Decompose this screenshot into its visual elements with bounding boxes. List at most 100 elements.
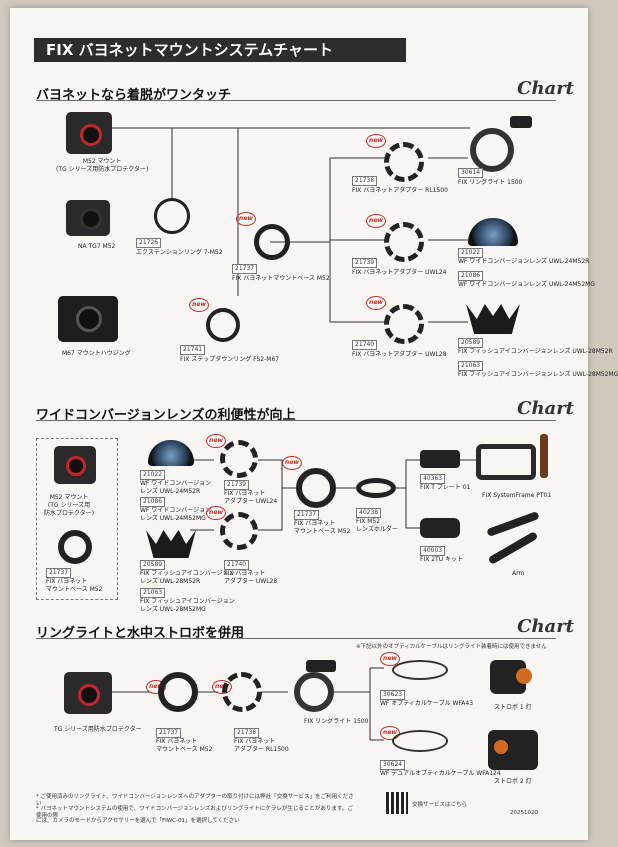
part-number-30624: 30624 bbox=[380, 760, 406, 770]
2tu-kit-label: FIX 2TU キット bbox=[420, 556, 464, 563]
part-number-21738: 21738 bbox=[352, 176, 378, 186]
section-2-heading: ワイドコンバージョンレンズの利便性が向上 bbox=[36, 408, 296, 423]
ring-light-1500 bbox=[470, 128, 514, 172]
camera-group-box bbox=[36, 438, 118, 600]
part-number-21740: 21740 bbox=[224, 560, 250, 570]
part-number-30614: 30614 bbox=[458, 168, 484, 178]
part-number-40003: 40003 bbox=[420, 546, 446, 556]
mount-base-label: FIX バヨネットマウントベース M52 bbox=[232, 275, 330, 282]
frame-grip bbox=[540, 434, 548, 478]
mount-base-m52 bbox=[254, 224, 290, 260]
section-1-heading: バヨネットなら着脱がワンタッチ bbox=[36, 88, 232, 103]
fisheye-lens-mg-label: FIX フィッシュアイコンバージョンレンズ UWL-28M52MG bbox=[458, 371, 618, 378]
step-down-ring-label: FIX ステップダウンリング FS2-M67 bbox=[180, 356, 280, 363]
camera-m52-label: M52 マウント (TG シリーズ用 防水プロテクター) bbox=[44, 494, 95, 517]
strobe-2-label: ストロボ 2 灯 bbox=[494, 778, 532, 785]
dual-optical-cable-wfa124 bbox=[392, 730, 448, 752]
ring-light-head bbox=[306, 660, 336, 672]
new-badge: new bbox=[206, 506, 226, 520]
strobe-1-accent bbox=[516, 668, 532, 684]
arm-label: Arm bbox=[512, 570, 525, 577]
part-number-21741: 21741 bbox=[180, 345, 206, 355]
part-number-21740: 21740 bbox=[352, 340, 378, 350]
wide-lens-r-label: WF ワイドコンバージョン レンズ UWL-24M52R bbox=[140, 480, 212, 495]
part-number-20589: 20589 bbox=[140, 560, 166, 570]
t-plate-label: FIX T プレート 01 bbox=[420, 484, 471, 491]
part-number-30623: 30623 bbox=[380, 690, 406, 700]
2tu-kit bbox=[420, 518, 460, 538]
new-badge: new bbox=[366, 134, 386, 148]
extension-ring-label: エクステンションリング 7-M52 bbox=[136, 249, 223, 256]
part-number-21022: 21022 bbox=[458, 248, 484, 258]
ring-light-label: FIX リングライト 1500 bbox=[304, 718, 369, 725]
part-number-21063: 21063 bbox=[140, 588, 166, 598]
mount-base-label: FIX バヨネット マウントベース M52 bbox=[156, 738, 213, 753]
mount-base-b-label: FIX バヨネット マウントベース M52 bbox=[294, 520, 351, 535]
camera-tg-housing bbox=[64, 672, 112, 714]
ring-light-1500 bbox=[294, 672, 334, 712]
part-number-40238: 40238 bbox=[356, 508, 382, 518]
step-down-ring bbox=[206, 308, 240, 342]
t-plate bbox=[420, 450, 460, 468]
strobe-2-accent bbox=[494, 740, 508, 754]
new-badge: new bbox=[206, 434, 226, 448]
chart-label-3: Chart bbox=[517, 616, 574, 637]
adapter-uwl28-label: FIX バヨネットアダプター UWL28 bbox=[352, 351, 447, 358]
adapter-uwl24 bbox=[384, 222, 424, 262]
camera-m67-label: M67 マウントハウジング bbox=[62, 350, 131, 357]
adapter-rl1500-label: FIX バヨネット アダプター RL1500 bbox=[234, 738, 289, 753]
new-badge: new bbox=[366, 214, 386, 228]
strobe-1-label: ストロボ 1 灯 bbox=[494, 704, 532, 711]
lens-holder bbox=[356, 478, 396, 498]
section-3-heading: リングライトと水中ストロボを併用 bbox=[36, 626, 245, 641]
system-frame-label: FIX SystemFrame PT01 bbox=[482, 492, 552, 499]
section-2-rule bbox=[36, 420, 556, 421]
cable-note: ※下記以外のオプティカルケーブルはリングライト装着時には使用できません bbox=[356, 644, 547, 650]
adapter-rl1500 bbox=[384, 142, 424, 182]
part-number-40363: 40363 bbox=[420, 474, 446, 484]
part-number-21737: 21737 bbox=[232, 264, 258, 274]
footer-note-3: には、カメラのモードからアクセサリーを選んで「FIWC-01」を選択してください bbox=[36, 818, 240, 824]
footer-note-2: * バヨネットマウントシステムの使用で、ワイドコンバージョンレンズおよびリングラ… bbox=[36, 806, 353, 819]
fisheye-lens-mg-label: FIX フィッシュアイコンバージョン レンズ UWL-28M52MG bbox=[140, 598, 235, 613]
adapter-uwl24-label: FIX バヨネット アダプター UWL24 bbox=[224, 490, 278, 505]
mount-base-label: FIX バヨネット マウントベース M52 bbox=[46, 578, 103, 593]
part-number-21086: 21086 bbox=[458, 271, 484, 281]
document-code: 20251020 bbox=[510, 810, 538, 816]
lens-holder-label: FIX M52 レンズホルダー bbox=[356, 518, 398, 533]
system-frame bbox=[476, 444, 536, 480]
adapter-rl1500 bbox=[222, 672, 262, 712]
adapter-uwl24-label: FIX バヨネットアダプター UWL24 bbox=[352, 269, 447, 276]
mount-base-m52 bbox=[158, 672, 198, 712]
section-1-rule bbox=[36, 100, 556, 101]
adapter-uwl28 bbox=[220, 512, 258, 550]
chart-label-2: Chart bbox=[517, 398, 574, 419]
qr-label: 交換サービスはこちら bbox=[412, 802, 468, 808]
part-number-21738: 21738 bbox=[234, 728, 260, 738]
camera-m52 bbox=[54, 446, 96, 484]
exchange-service-qr-code[interactable] bbox=[386, 792, 408, 814]
camera-m67-housing bbox=[58, 296, 118, 342]
section-3-rule bbox=[36, 638, 556, 639]
part-number-21737: 21737 bbox=[46, 568, 72, 578]
camera-m52-label: M52 マウント (TG シリーズ用防水プロテクター) bbox=[56, 158, 149, 173]
mount-base-m52 bbox=[58, 530, 92, 564]
part-number-21086: 21086 bbox=[140, 497, 166, 507]
part-number-20589: 20589 bbox=[458, 338, 484, 348]
new-badge: new bbox=[236, 212, 256, 226]
wide-lens-mg-label: WF ワイドコンバージョンレンズ UWL-24M52MG bbox=[458, 281, 595, 288]
part-number-21726: 21726 bbox=[136, 238, 162, 248]
ring-light-head bbox=[510, 116, 532, 128]
adapter-uwl28-label: FIX バヨネット アダプター UWL28 bbox=[224, 570, 278, 585]
extension-ring bbox=[154, 198, 190, 234]
camera-tg-label: TG シリーズ用防水プロテクター bbox=[54, 726, 142, 733]
wide-lens-mg-label: WF ワイドコンバージョン レンズ UWL-24M52MG bbox=[140, 507, 212, 522]
new-badge: new bbox=[380, 652, 400, 666]
page-title: FIX バヨネットマウントシステムチャート bbox=[34, 38, 406, 62]
adapter-rl1500-label: FIX バヨネットアダプター RL1500 bbox=[352, 187, 448, 194]
optical-cable-wfa43 bbox=[392, 660, 448, 680]
chart-label-1: Chart bbox=[517, 78, 574, 99]
part-number-21737: 21737 bbox=[156, 728, 182, 738]
new-badge: new bbox=[189, 298, 209, 312]
ring-light-label: FIX リングライト 1500 bbox=[458, 179, 523, 186]
